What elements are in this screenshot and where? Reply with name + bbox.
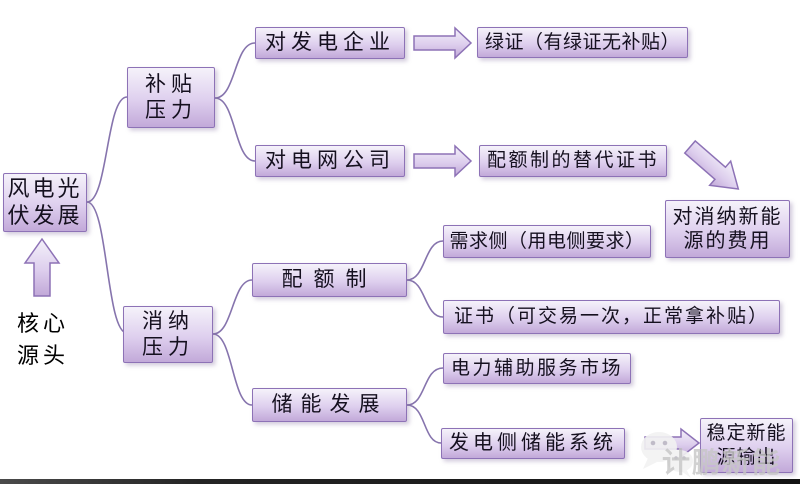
node-storage-dev: 储能发展 xyxy=(252,388,407,422)
node-grid-companies: 对电网公司 xyxy=(255,145,405,177)
source-label: 核心 源头 xyxy=(16,311,69,368)
node-green-cert: 绿证（有绿证无补贴） xyxy=(477,27,688,58)
brace-root xyxy=(86,96,128,334)
node-aux-service-market: 电力辅助服务市场 xyxy=(443,353,631,384)
wechat-icon xyxy=(641,432,693,478)
bottom-bar xyxy=(0,479,800,484)
node-absorb-pressure: 消纳 压力 xyxy=(123,306,213,363)
node-gen-companies: 对发电企业 xyxy=(255,27,405,59)
up-arrow xyxy=(23,237,61,297)
node-cert-trade: 证书（可交易一次，正常拿补贴） xyxy=(443,300,780,334)
node-gen-side-storage: 发电侧储能系统 xyxy=(441,428,625,459)
right-arrow-quota-cert xyxy=(413,144,473,178)
watermark-text: 计鹏新能源 xyxy=(662,447,783,478)
node-root: 风电光 伏发展 xyxy=(3,173,87,232)
brace-quota xyxy=(406,240,444,318)
right-arrow-green-cert xyxy=(413,26,473,60)
node-quota-system: 配额制 xyxy=(252,263,407,297)
node-absorb-fee: 对消纳新能 源的费用 xyxy=(665,200,790,258)
brace-subsidy xyxy=(214,42,256,162)
diagonal-arrow-absorb-fee xyxy=(683,139,740,190)
node-demand-side: 需求侧（用电侧要求） xyxy=(443,225,651,258)
node-quota-alt-cert: 配额制的替代证书 xyxy=(479,145,667,177)
brace-absorb xyxy=(212,279,253,406)
node-subsidy-pressure: 补贴 压力 xyxy=(127,67,215,128)
brace-storage xyxy=(406,367,444,444)
node-stable-output: 稳定新能 源输出 xyxy=(700,418,793,473)
